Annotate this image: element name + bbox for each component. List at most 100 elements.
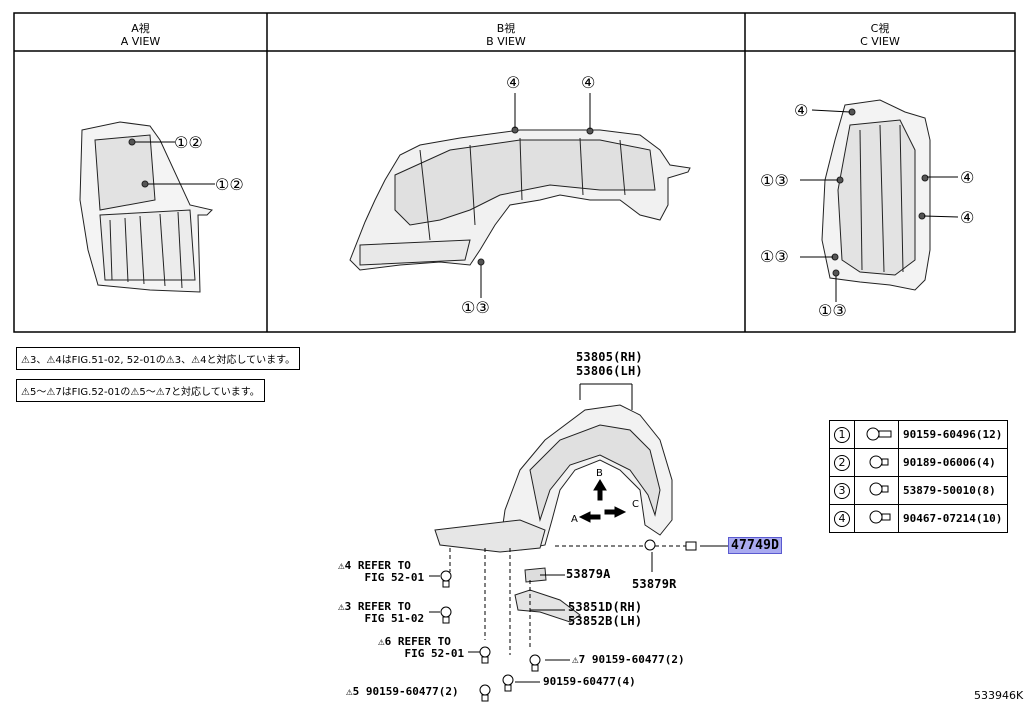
warning-triangle-icon: ⚠ — [346, 685, 353, 698]
legend-row: 2 90189-06006(4) — [829, 448, 1008, 477]
note-mark: 3 — [29, 355, 37, 366]
bolt-part: 90159-60477(4) — [543, 675, 636, 688]
label-53806-lh[interactable]: 53806(LH) — [576, 364, 643, 378]
warning-triangle-icon: ⚠ — [338, 600, 345, 613]
note-mark: 4 — [55, 355, 62, 366]
bolt-note-plain[interactable]: 90159-60477(4) — [543, 676, 636, 688]
legend-row: 1 90159-60496(12) — [829, 420, 1008, 449]
refer-line2: FIG 52-01 — [364, 571, 425, 584]
note-mark: 5 — [139, 387, 146, 398]
label-53879r[interactable]: 53879R — [632, 577, 677, 591]
bolt-note-7[interactable]: ⚠7 90159-60477(2) — [572, 654, 685, 666]
a-callout-2: ①② — [215, 175, 244, 194]
c-callout-5: ①③ — [760, 247, 789, 266]
warning-triangle-icon: ⚠ — [130, 387, 140, 398]
warning-triangle-icon: ⚠ — [572, 653, 579, 666]
b-view-title-en: B VIEW — [486, 35, 526, 48]
note-sep: 、 — [181, 355, 192, 366]
a-view-title-en: A VIEW — [120, 35, 161, 48]
arrow-c-label: C — [632, 499, 639, 510]
a-view-drawing — [79, 121, 213, 293]
a-view-header: A視 A VIEW — [14, 22, 267, 48]
warning-triangle-icon: ⚠ — [378, 635, 385, 648]
arrow-b-label: B — [596, 468, 603, 479]
note-sep: ～ — [145, 387, 156, 398]
a-callout-1: ①② — [174, 133, 203, 152]
label-53851d-rh[interactable]: 53851D(RH) — [568, 600, 643, 614]
refer-line1: REFER TO — [357, 559, 411, 572]
note-mark: 7 — [55, 387, 62, 398]
c-view-title-en: C VIEW — [860, 35, 900, 48]
legend-number: 2 — [834, 454, 850, 471]
bolt-part: 90159-60477(2) — [591, 653, 685, 666]
refer-line1: REFER TO — [397, 635, 451, 648]
c-callout-3: ④ — [960, 168, 975, 187]
note-text: はFIG.52-01の — [61, 387, 131, 398]
note-2: ⚠5～⚠7はFIG.52-01の⚠5～⚠7と対応しています。 — [16, 379, 265, 402]
refer-line2: FIG 52-01 — [404, 647, 465, 660]
warning-triangle-icon: ⚠ — [155, 387, 165, 398]
warning-triangle-icon: ⚠ — [46, 355, 56, 366]
warning-triangle-icon: ⚠ — [21, 355, 30, 366]
bolt-part: 90159-60477(2) — [365, 685, 459, 698]
legend-number: 4 — [834, 510, 850, 527]
diagram-code: 533946K — [974, 689, 1024, 702]
legend-number: 1 — [834, 426, 850, 443]
clip-icon — [854, 476, 899, 505]
a-view-title-jp: A視 — [131, 22, 150, 35]
legend-part-number[interactable]: 53879-50010(8) — [898, 476, 1008, 505]
warning-triangle-icon: ⚠ — [165, 355, 175, 366]
bolt-mark: 7 — [578, 653, 586, 666]
b-view-title-jp: B視 — [496, 22, 516, 35]
legend-row: 3 53879-50010(8) — [829, 476, 1008, 505]
legend-part-number[interactable]: 90189-06006(4) — [898, 448, 1008, 477]
b-callout-2: ④ — [581, 73, 596, 92]
fastener-icons — [440, 539, 697, 702]
refer-mark: 6 — [384, 635, 392, 648]
note-mark: 3 — [174, 355, 182, 366]
refer-note-3[interactable]: ⚠6 REFER TO FIG 52-01 — [378, 636, 464, 660]
b-callout-1: ④ — [506, 73, 521, 92]
note-sep: ～ — [36, 387, 47, 398]
c-callout-2: ①③ — [760, 171, 789, 190]
c-callout-4: ④ — [960, 208, 975, 227]
bolt-mark: 5 — [352, 685, 360, 698]
refer-line1: REFER TO — [357, 600, 411, 613]
warning-triangle-icon: ⚠ — [21, 387, 30, 398]
c-view-title-jp: C視 — [870, 22, 890, 35]
clip-icon — [854, 448, 899, 477]
b-view-header: B視 B VIEW — [267, 22, 745, 48]
bolt-note-5[interactable]: ⚠5 90159-60477(2) — [346, 686, 459, 698]
c-callout-1: ④ — [794, 101, 809, 120]
label-53805-rh[interactable]: 53805(RH) — [576, 350, 643, 364]
b-callout-3: ①③ — [461, 298, 490, 317]
note-tail: と対応しています。 — [171, 387, 260, 398]
refer-mark: 4 — [344, 559, 352, 572]
label-53852b-lh[interactable]: 53852B(LH) — [568, 614, 643, 628]
clip-icon — [854, 504, 899, 533]
note-sep: 、 — [36, 355, 47, 366]
note-mark: 7 — [164, 387, 172, 398]
direction-arrows — [578, 479, 627, 523]
note-1: ⚠3、⚠4はFIG.51-02, 52-01の⚠3、⚠4と対応しています。 — [16, 347, 301, 370]
label-47749d-highlighted[interactable]: 47749D — [728, 537, 783, 554]
refer-line2: FIG 51-02 — [364, 612, 425, 625]
legend-part-number[interactable]: 90159-60496(12) — [898, 420, 1008, 449]
arrow-a-label: A — [571, 514, 578, 525]
legend-part-number[interactable]: 90467-07214(10) — [898, 504, 1008, 533]
label-53879a[interactable]: 53879A — [566, 567, 611, 581]
clip-icon — [854, 420, 899, 449]
warning-triangle-icon: ⚠ — [191, 355, 201, 366]
c-callout-6: ①③ — [818, 301, 847, 320]
fender-liner-drawing — [434, 404, 673, 623]
c-view-drawing — [821, 99, 931, 291]
warning-triangle-icon: ⚠ — [338, 559, 345, 572]
c-view-header: C視 C VIEW — [745, 22, 1015, 48]
legend-number: 3 — [834, 482, 850, 499]
refer-note-1[interactable]: ⚠4 REFER TO FIG 52-01 — [338, 560, 424, 584]
refer-mark: 3 — [344, 600, 352, 613]
note-mark: 4 — [200, 355, 207, 366]
refer-note-2[interactable]: ⚠3 REFER TO FIG 51-02 — [338, 601, 424, 625]
note-text: はFIG.51-02, 52-01の — [61, 355, 166, 366]
b-view-drawing — [349, 126, 691, 271]
